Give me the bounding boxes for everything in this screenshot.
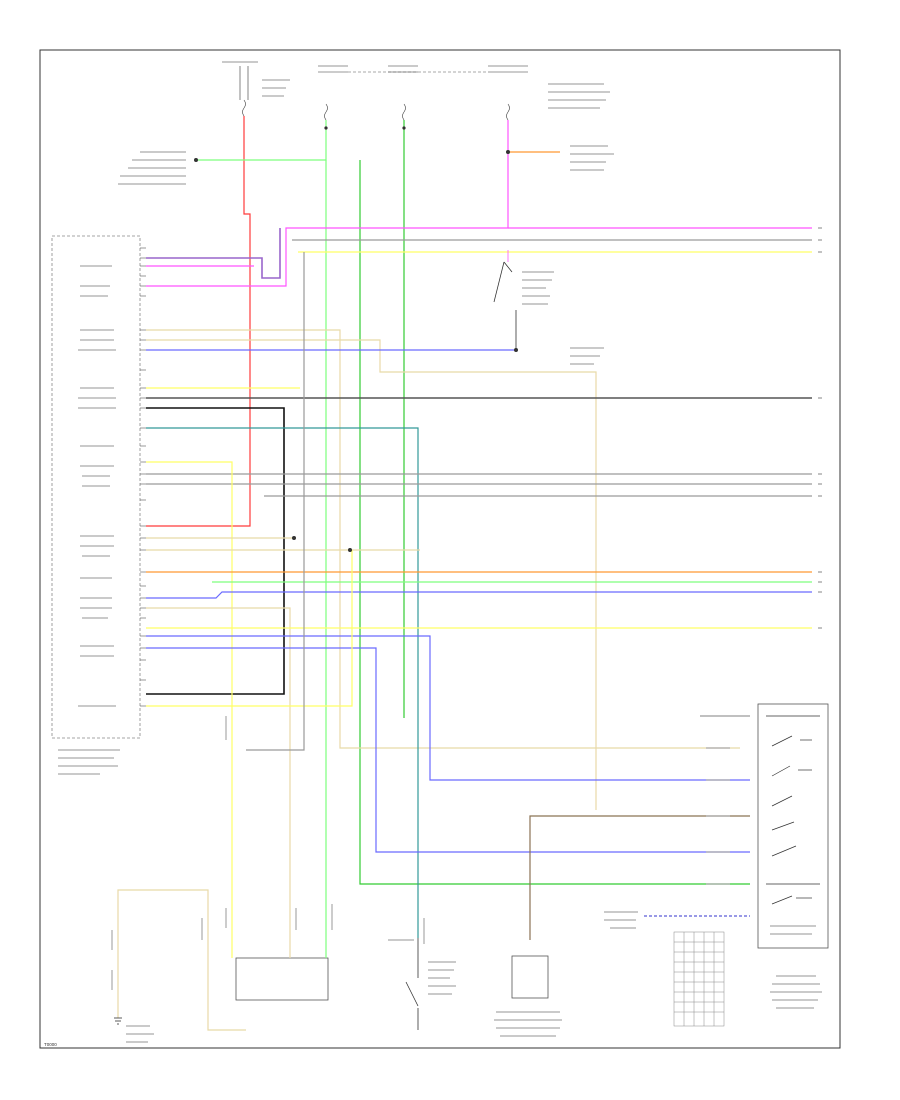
hot-at-all-times-fuse (239, 66, 249, 117)
wire-blue-right (146, 591, 812, 599)
hot-in-run-fuse-1 (318, 71, 348, 121)
diagram-border (39, 49, 841, 1049)
range-switch-wire-labels (706, 715, 816, 935)
transmission-range-switch (757, 703, 829, 949)
wire-brown-to-switch (529, 815, 750, 940)
wire-yellow-tcm-c (146, 550, 353, 707)
right-connector-ends (818, 227, 822, 629)
range-switch-caption-marks (770, 975, 822, 1009)
shift-solenoid-connector (235, 957, 329, 1001)
vertical-wire-label-marks (111, 716, 425, 990)
sensor-label-marks (604, 911, 638, 929)
speed-sensor-label-marks (494, 1011, 562, 1037)
ground-point (114, 1017, 122, 1025)
hot-in-run-fuse-2 (388, 71, 418, 121)
brake-switch (493, 250, 517, 350)
wire-pink-feed (146, 120, 509, 287)
wire-violet-tcm-2 (146, 635, 750, 781)
wire-blue-tcm-2 (146, 647, 750, 853)
overdrive-switch (405, 938, 419, 1030)
wire-yellow-tcm-b (146, 461, 233, 900)
transmission-control-module (51, 235, 141, 739)
page-label: T0000 (44, 1042, 57, 1047)
range-switch-contacts (766, 715, 820, 905)
brake-switch-label-marks (522, 271, 604, 365)
wire-gray-tcm-v (246, 252, 305, 751)
hot-in-start-fuse (488, 71, 528, 121)
splice-points (194, 126, 518, 552)
tcm-pin-column (140, 247, 146, 707)
wire-tan-ground-loop (117, 889, 246, 1031)
wire-tan-tcm-2 (146, 339, 597, 810)
wire-lightgreen-feed (198, 120, 327, 161)
ground-label-marks (126, 1025, 154, 1043)
wire-black-tcm (146, 407, 285, 695)
tcm-pin-label-marks (58, 265, 120, 775)
speed-sensor (511, 955, 549, 999)
wire-violet-tcm-1 (146, 228, 281, 279)
connector-pin-grid (673, 931, 725, 1027)
overdrive-switch-label-marks (388, 939, 456, 995)
wire-tan-tcm-1 (146, 329, 740, 749)
wire-tan-tcm-4 (146, 607, 291, 910)
wire-teal-tcm (146, 427, 419, 938)
wire-red-main (146, 116, 251, 527)
top-label-marks (118, 61, 614, 185)
wire-green-a (359, 160, 750, 885)
